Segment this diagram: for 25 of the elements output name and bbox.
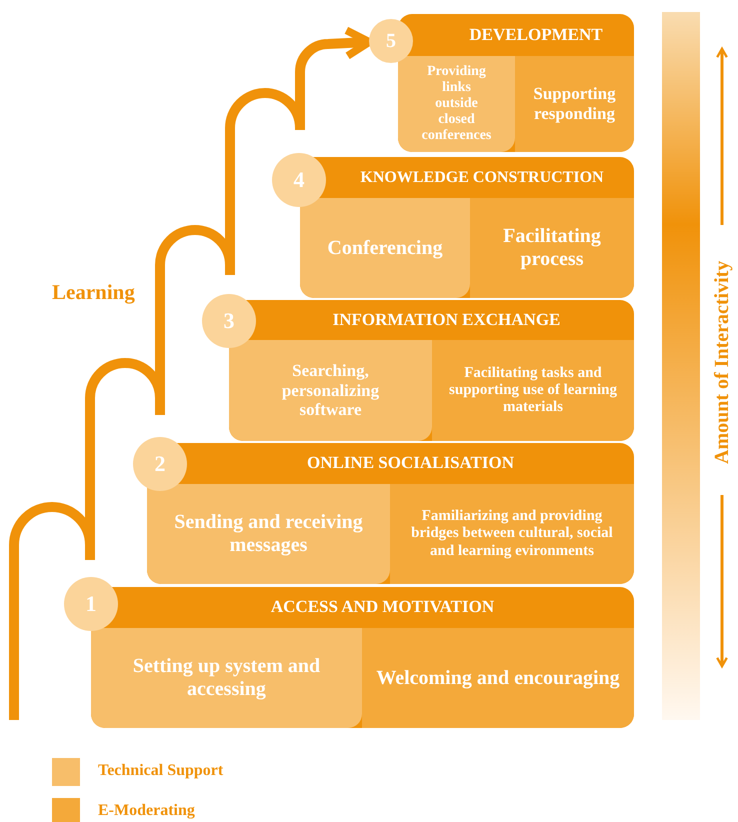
- task-cell: Facilitating process: [470, 198, 634, 298]
- legend-label: Technical Support: [98, 762, 224, 780]
- stage-band: [147, 443, 634, 584]
- task-cell: Familiarizing and providing bridges between cultural, social and learning evironments: [390, 484, 634, 584]
- stage-heading: KNOWLEDGE CONSTRUCTION: [359, 168, 605, 188]
- step-number-badge: 3: [202, 294, 256, 348]
- step-number-badge: 1: [64, 577, 118, 631]
- step-number-badge: 5: [369, 19, 413, 63]
- stage-heading: ACCESS AND MOTIVATION: [270, 597, 496, 618]
- task-cell: Welcoming and encouraging: [362, 628, 634, 728]
- step-number-badge: 2: [133, 437, 187, 491]
- stage-heading: DEVELOPMENT: [468, 24, 604, 46]
- step-number-badge: 4: [272, 153, 326, 207]
- task-cell: Conferencing: [300, 198, 470, 298]
- task-cell: Supporting responding: [515, 56, 634, 152]
- task-cell: Searching, personalizing software: [229, 340, 432, 441]
- axis-label: Amount of Interactivity: [710, 259, 734, 466]
- task-cell: Facilitating tasks and supporting use of learning materials: [432, 340, 634, 441]
- stage-heading: ONLINE SOCIALISATION: [306, 453, 516, 474]
- stage-heading: INFORMATION EXCHANGE: [332, 310, 562, 330]
- task-cell: Providing links outside closed conferences: [398, 56, 515, 152]
- legend-label: E-Moderating: [98, 802, 195, 820]
- task-cell: Setting up system and accessing: [91, 628, 362, 728]
- task-cell: Sending and receiving messages: [147, 484, 390, 584]
- stage-band: [398, 14, 634, 152]
